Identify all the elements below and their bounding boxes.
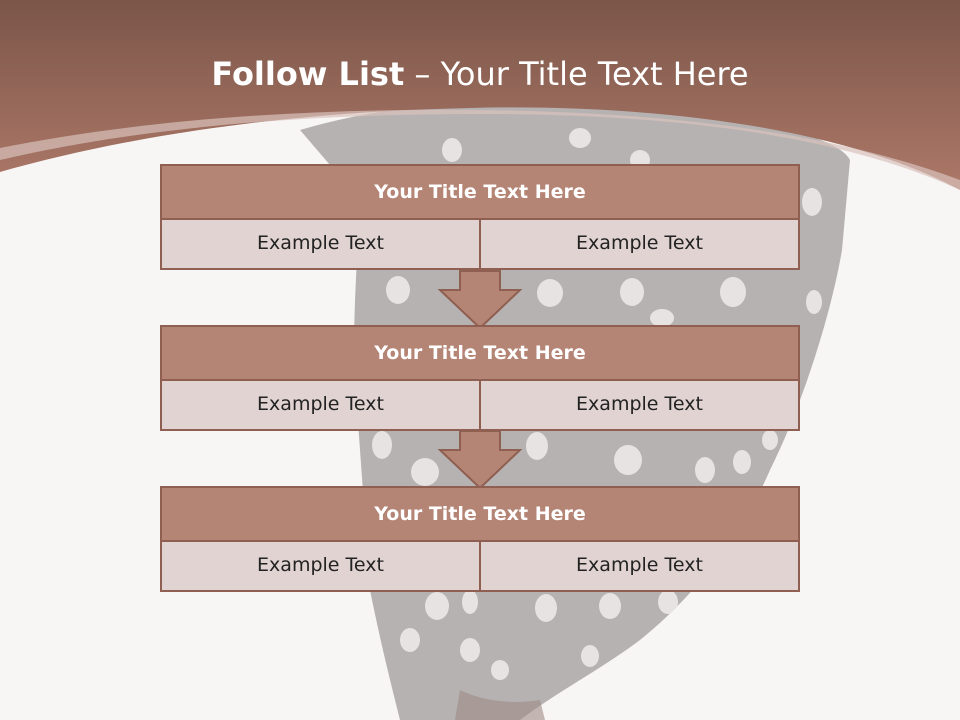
block-row: Example Text Example Text [160,220,800,270]
header-band [0,0,960,190]
slide-title: Follow List – Your Title Text Here [0,52,960,96]
down-arrow-icon [438,270,522,330]
block-cell-left[interactable]: Example Text [160,220,479,270]
block-title[interactable]: Your Title Text Here [160,325,800,381]
slide-title-bold: Follow List [211,55,405,93]
block-title[interactable]: Your Title Text Here [160,164,800,220]
block-title[interactable]: Your Title Text Here [160,486,800,542]
block-cell-left[interactable]: Example Text [160,542,479,592]
slide-title-rest: – Your Title Text Here [414,55,749,93]
block-cell-right[interactable]: Example Text [479,542,800,592]
block-row: Example Text Example Text [160,381,800,431]
list-block-1: Your Title Text Here Example Text Exampl… [160,164,800,270]
legs-shape [455,690,545,720]
block-cell-left[interactable]: Example Text [160,381,479,431]
list-block-3: Your Title Text Here Example Text Exampl… [160,486,800,592]
block-cell-right[interactable]: Example Text [479,381,800,431]
block-cell-right[interactable]: Example Text [479,220,800,270]
block-row: Example Text Example Text [160,542,800,592]
list-block-2: Your Title Text Here Example Text Exampl… [160,325,800,431]
down-arrow-icon [438,430,522,490]
